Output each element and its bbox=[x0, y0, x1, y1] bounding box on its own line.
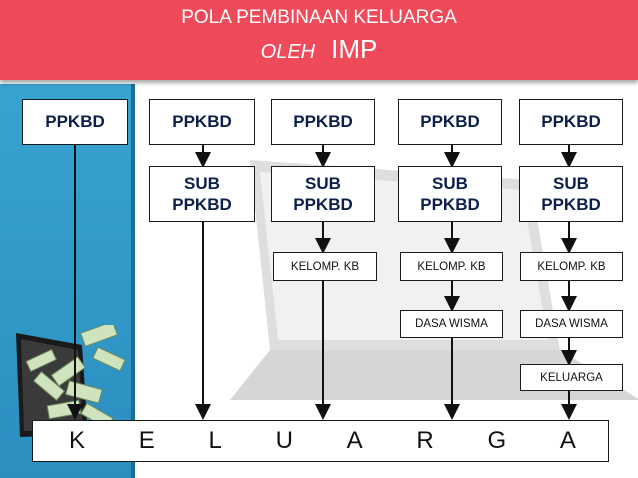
dasa-wisma-box-4: DASA WISMA bbox=[400, 310, 503, 338]
ppkbd-box-3: PPKBD bbox=[271, 99, 375, 145]
sub-ppkbd-box-2: SUB PPKBD bbox=[149, 166, 255, 222]
sub-ppkbd-line-1: SUB bbox=[553, 173, 589, 193]
sub-ppkbd-line-2: PPKBD bbox=[293, 195, 353, 214]
letter-e: E bbox=[138, 427, 155, 454]
ppkbd-box-4: PPKBD bbox=[398, 99, 502, 145]
sub-ppkbd-line-2: PPKBD bbox=[420, 195, 480, 214]
sub-ppkbd-box-4: SUB PPKBD bbox=[398, 166, 502, 222]
kelomp-kb-box-5: KELOMP. KB bbox=[520, 252, 623, 281]
sub-ppkbd-line-2: PPKBD bbox=[541, 195, 601, 214]
letter-u: U bbox=[275, 427, 293, 454]
ppkbd-box-5: PPKBD bbox=[519, 99, 623, 145]
subtitle-imp: IMP bbox=[331, 34, 378, 64]
sub-ppkbd-line-1: SUB bbox=[184, 173, 220, 193]
dasa-wisma-box-5: DASA WISMA bbox=[520, 310, 623, 338]
ppkbd-box-1: PPKBD bbox=[22, 99, 128, 145]
sub-ppkbd-line-1: SUB bbox=[305, 173, 341, 193]
letter-l: L bbox=[208, 427, 222, 454]
ppkbd-box-2: PPKBD bbox=[149, 99, 255, 145]
keluarga-box-5: KELUARGA bbox=[520, 364, 623, 391]
letter-a: A bbox=[346, 427, 363, 454]
sub-ppkbd-line-1: SUB bbox=[432, 173, 468, 193]
letter-r: R bbox=[416, 427, 434, 454]
letter-k: K bbox=[69, 427, 86, 454]
page-subtitle: OLEH IMP bbox=[0, 34, 638, 65]
kelomp-kb-box-3: KELOMP. KB bbox=[273, 252, 377, 281]
letter-a-last: A bbox=[559, 427, 576, 454]
title-banner: POLA PEMBINAAN KELUARGA OLEH IMP bbox=[0, 0, 638, 80]
kelomp-kb-box-4: KELOMP. KB bbox=[400, 252, 503, 281]
keluarga-bar: K E L U A R G A bbox=[32, 420, 609, 462]
sub-ppkbd-box-3: SUB PPKBD bbox=[271, 166, 375, 222]
letter-g: G bbox=[487, 427, 507, 454]
sub-ppkbd-line-2: PPKBD bbox=[172, 195, 232, 214]
page-title: POLA PEMBINAAN KELUARGA bbox=[181, 7, 457, 28]
sub-ppkbd-box-5: SUB PPKBD bbox=[519, 166, 623, 222]
left-panel-strip bbox=[131, 84, 135, 478]
subtitle-oleh: OLEH bbox=[260, 41, 316, 63]
